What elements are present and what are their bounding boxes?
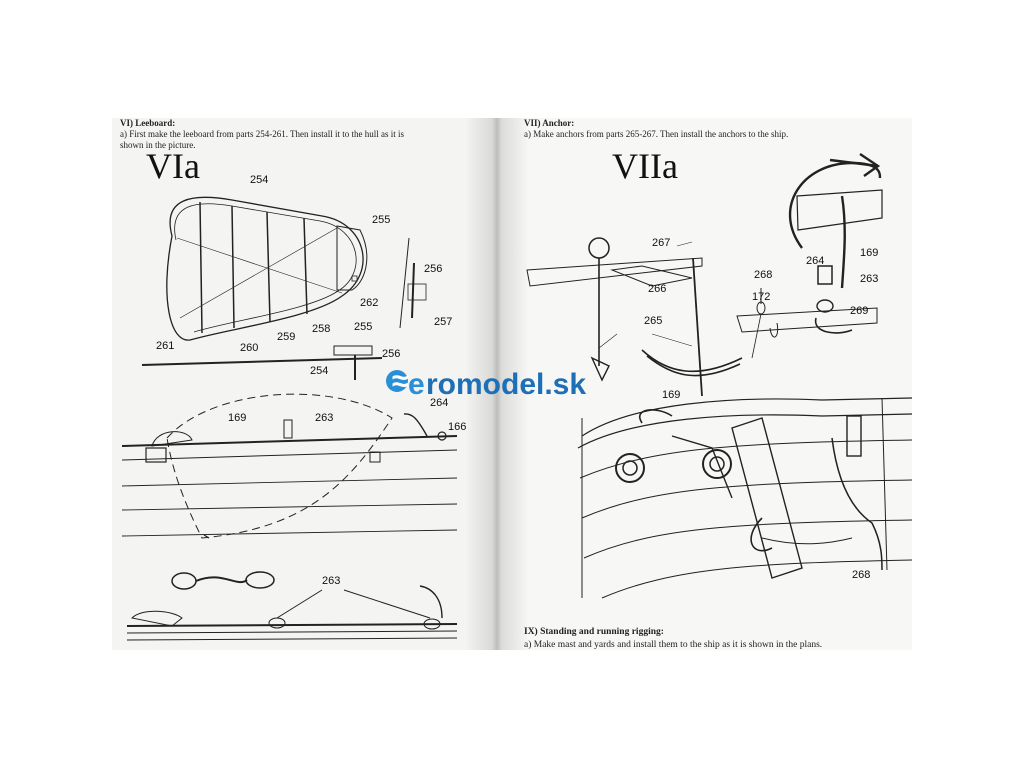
label-269: 269 — [850, 305, 868, 317]
label-268: 268 — [754, 269, 772, 281]
label-267: 267 — [652, 237, 670, 249]
tackle-drawing: 264 169 268 263 172 269 — [736, 153, 883, 359]
label-254: 254 — [250, 174, 268, 186]
rigging-instruction: a) Make mast and yards and install them … — [524, 639, 822, 650]
watermark-prefix: e — [408, 368, 425, 401]
label-261: 261 — [156, 340, 174, 352]
figure-label-via: VIa — [146, 146, 200, 186]
book-gutter — [467, 118, 527, 650]
watermark-text: romodel.sk — [426, 368, 586, 401]
label-266: 266 — [648, 283, 666, 295]
leeboard-instruction-2: shown in the picture. — [120, 140, 196, 150]
label-255: 255 — [372, 214, 390, 226]
label-169: 169 — [228, 412, 246, 424]
label-263: 263 — [860, 273, 878, 285]
label-169b: 169 — [662, 389, 680, 401]
watermark-logo-glyph: ≈ — [392, 365, 408, 398]
label-256: 256 — [424, 263, 442, 275]
label-268b: 268 — [852, 569, 870, 581]
left-page — [112, 118, 487, 650]
hull-drawing-left: 169 263 264 166 — [121, 393, 466, 539]
leeboard-instruction-1: a) First make the leeboard from parts 25… — [120, 129, 405, 139]
anchor-drawing: 267 266 265 — [526, 237, 743, 397]
label-259: 259 — [277, 331, 295, 343]
left-part-labels: 254 255 256 257 262 261 260 259 258 255 … — [156, 174, 452, 377]
label-166: 166 — [448, 421, 466, 433]
anchor-instruction: a) Make anchors from parts 265-267. Then… — [524, 129, 788, 139]
label-172: 172 — [752, 291, 770, 303]
watermark-logo-icon — [386, 370, 408, 392]
deck-top-view: 263 — [126, 571, 458, 641]
label-262: 262 — [360, 297, 378, 309]
label-260: 260 — [240, 342, 258, 354]
anchor-heading: VII) Anchor: — [524, 118, 574, 128]
label-255b: 255 — [354, 321, 372, 333]
label-169: 169 — [860, 247, 878, 259]
rigging-heading: IX) Standing and running rigging: — [524, 626, 664, 637]
figure-label-viia: VIIa — [612, 146, 678, 186]
label-264: 264 — [430, 397, 448, 409]
label-263b: 263 — [322, 575, 340, 587]
manual-photo: VI) Leeboard: a) First make the leeboard… — [112, 118, 912, 650]
aeromodel-watermark: ≈ e romodel.sk — [386, 365, 586, 401]
label-257: 257 — [434, 316, 452, 328]
label-258: 258 — [312, 323, 330, 335]
label-254b: 254 — [310, 365, 328, 377]
label-264: 264 — [806, 255, 824, 267]
leeboard-heading: VI) Leeboard: — [120, 118, 175, 128]
ship-hull-drawing: 169 268 — [577, 389, 912, 599]
leeboard-drawing — [141, 196, 427, 380]
label-256b: 256 — [382, 348, 400, 360]
label-263: 263 — [315, 412, 333, 424]
label-265: 265 — [644, 315, 662, 327]
